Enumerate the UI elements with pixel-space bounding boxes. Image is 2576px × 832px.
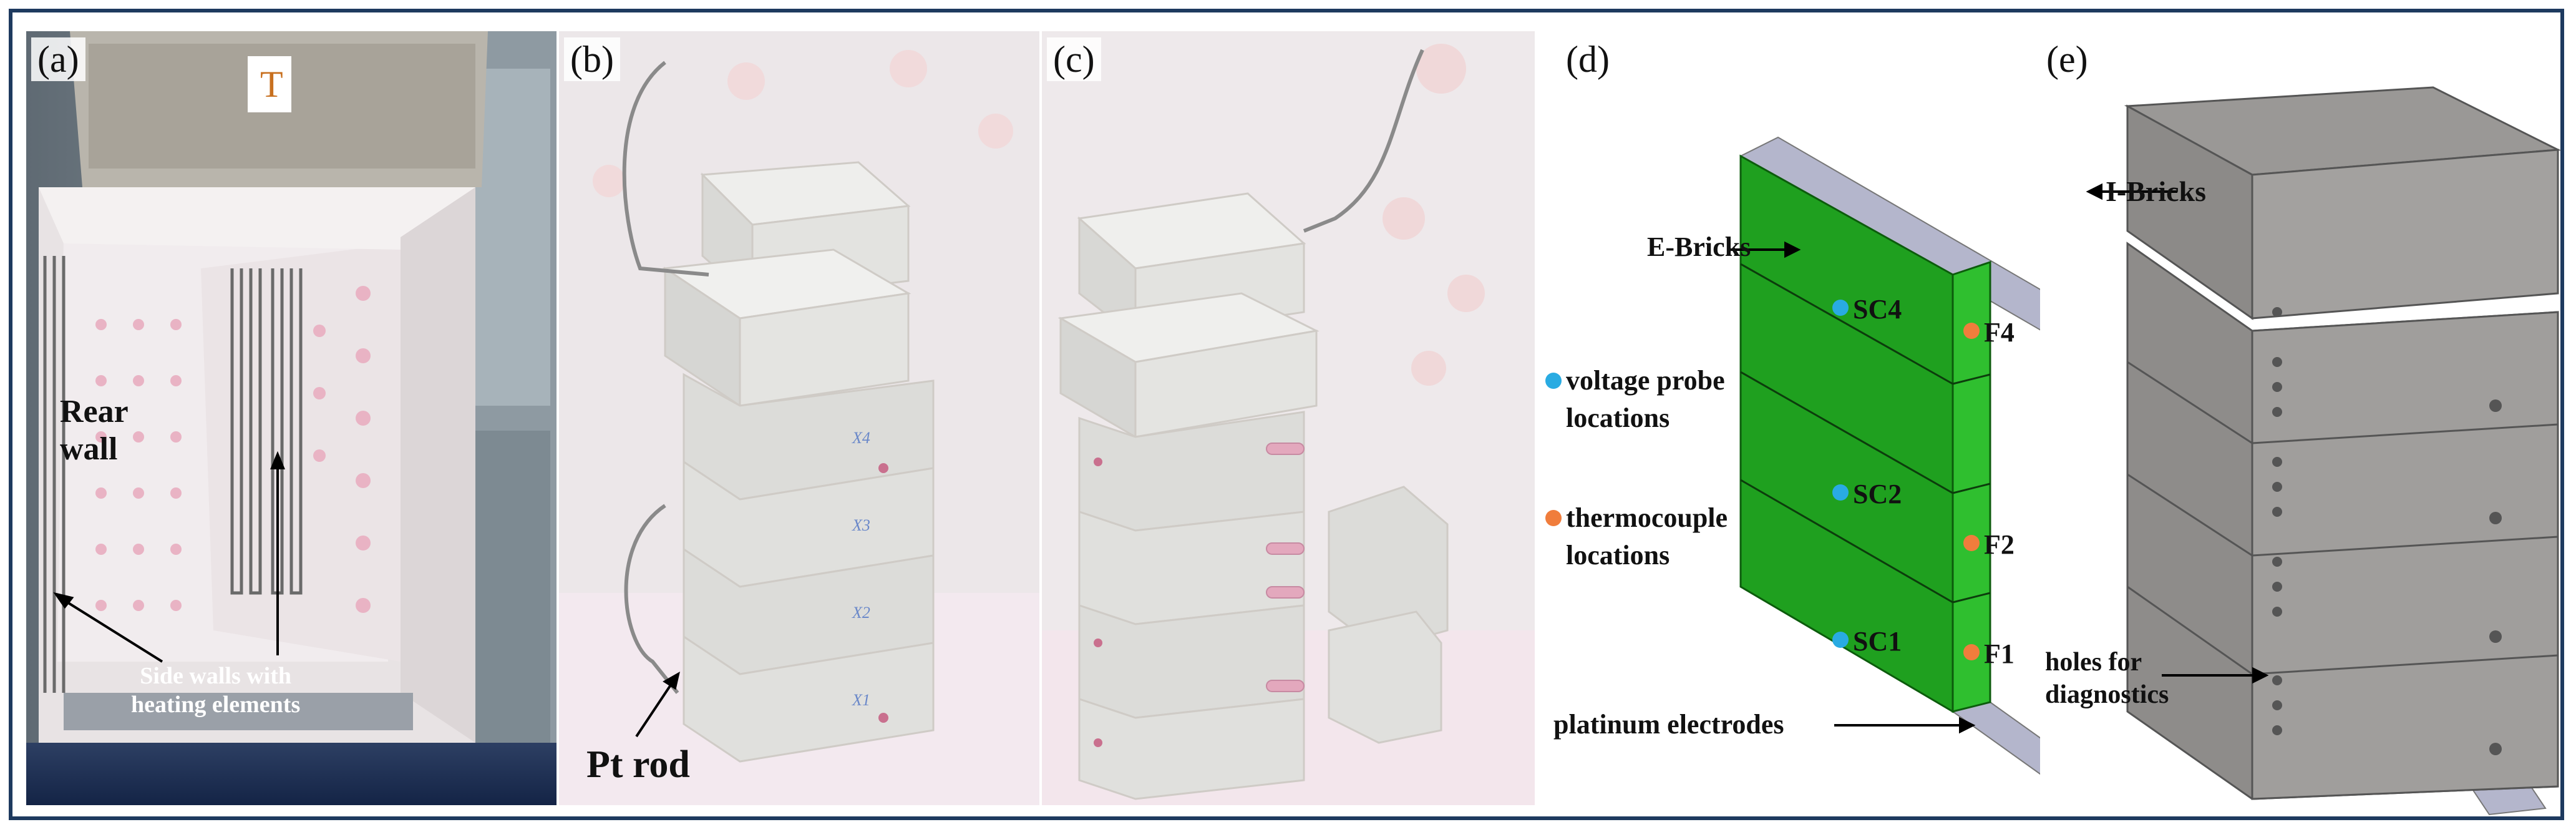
thermo-point-f1 (1963, 644, 1980, 660)
brick-mark-x3: X3 (852, 516, 870, 534)
e-bricks-label: E-Bricks (1647, 232, 1751, 262)
point-label-sc1: SC1 (1853, 626, 1902, 657)
voltage-point-sc4 (1832, 300, 1849, 316)
voltage-point-sc1 (1832, 632, 1849, 648)
panel-b-label: (b) (564, 37, 620, 81)
svg-text:T: T (260, 64, 283, 105)
panel-d-schematic: SC4 SC2 SC1 F4 F2 F1 (1545, 136, 2040, 775)
panel-a-arrows (53, 451, 285, 663)
panel-a-photo: T (26, 31, 557, 805)
holes-line1: holes for (2045, 648, 2142, 677)
panel-c-photo (1042, 31, 1535, 805)
point-label-f1: F1 (1984, 639, 2015, 669)
voltage-probe-line2: locations (1566, 403, 1670, 433)
point-label-f4: F4 (1984, 317, 2015, 348)
panel-d-label: (d) (1566, 39, 1610, 80)
platinum-electrodes-label: platinum electrodes (1553, 709, 1784, 740)
side-walls-line1: Side walls with (140, 663, 292, 689)
panel-a-label: (a) (31, 37, 85, 81)
panel-e-schematic (2086, 86, 2562, 816)
pt-rod-arrow (635, 672, 680, 738)
rear-wall-line2: wall (60, 431, 118, 467)
holes-diagnostics-label: holes for diagnostics (2045, 646, 2169, 711)
furnace-illustration: T (26, 31, 557, 805)
panel-e-label: (e) (2046, 39, 2088, 80)
holes-line2: diagnostics (2045, 680, 2169, 709)
brick-mark-x4: X4 (852, 429, 870, 447)
point-label-f2: F2 (1984, 529, 2015, 560)
panel-c-label: (c) (1047, 37, 1101, 81)
point-label-sc2: SC2 (1853, 479, 1902, 509)
voltage-point-sc2 (1832, 484, 1849, 501)
legend-thermo-dot (1545, 510, 1562, 526)
rear-wall-line1: Rear (60, 394, 129, 429)
i-bricks-label: I-Bricks (2106, 175, 2206, 207)
panel-b-photo: X4 X3 X2 X1 (559, 31, 1039, 805)
rear-wall-label: Rear wall (60, 393, 129, 468)
brick-mark-x2: X2 (852, 604, 870, 622)
brick-stack-c-illustration (1042, 31, 1535, 805)
pt-rod-label: Pt rod (586, 743, 690, 786)
thermocouple-line1: thermocouple (1566, 502, 1728, 533)
side-walls-line2: heating elements (131, 692, 301, 718)
voltage-probe-legend: voltage probe locations (1566, 362, 1725, 437)
side-walls-label: Side walls with heating elements (131, 662, 300, 719)
figure-frame: T (9, 9, 2564, 820)
voltage-probe-line1: voltage probe (1566, 365, 1725, 396)
point-label-sc4: SC4 (1853, 294, 1902, 325)
legend-voltage-dot (1545, 373, 1562, 389)
thermocouple-legend: thermocouple locations (1566, 499, 1728, 574)
brick-mark-x1: X1 (852, 691, 870, 709)
thermo-point-f2 (1963, 535, 1980, 551)
thermocouple-line2: locations (1566, 540, 1670, 570)
thermo-point-f4 (1963, 323, 1980, 339)
brick-stack-b-illustration: X4 X3 X2 X1 (559, 31, 1039, 805)
